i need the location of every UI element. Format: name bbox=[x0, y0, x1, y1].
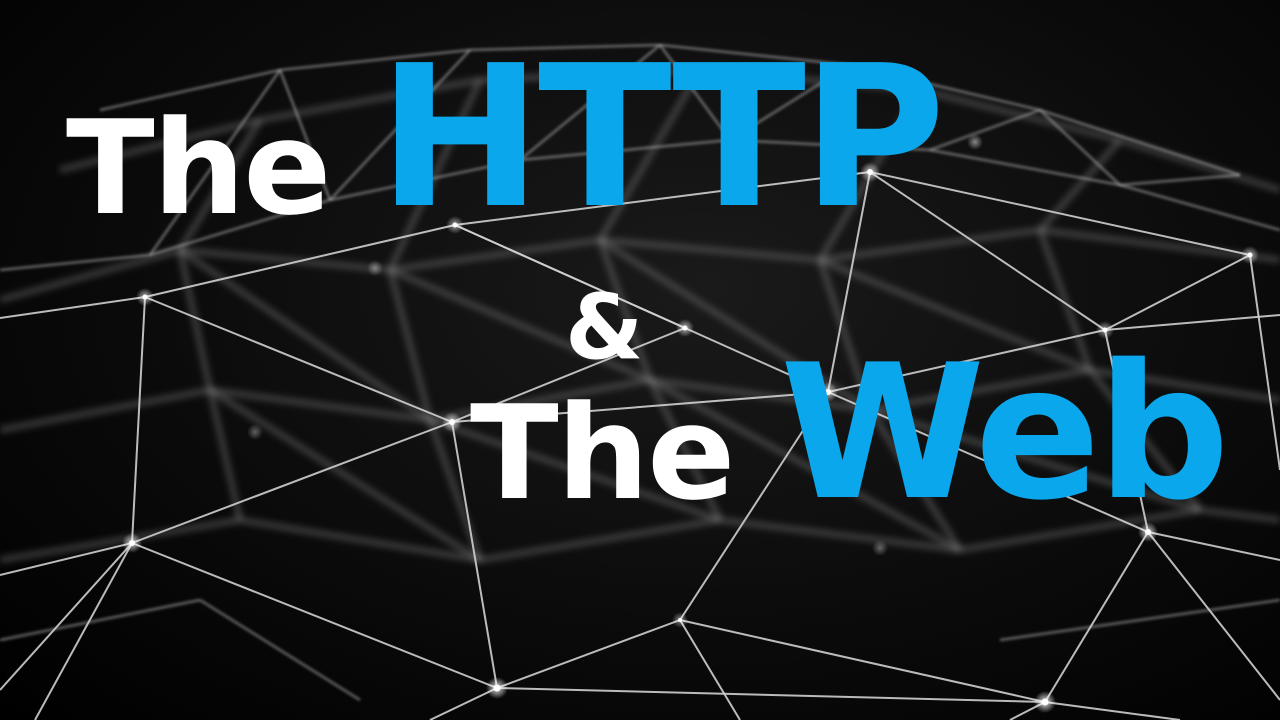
title-word-the-top: The bbox=[66, 92, 331, 244]
title-ampersand: & bbox=[565, 275, 643, 380]
title-word-web: Web bbox=[780, 324, 1230, 541]
title-word-http: HTTP bbox=[378, 24, 946, 252]
title-word-the-bottom: The bbox=[470, 377, 735, 529]
